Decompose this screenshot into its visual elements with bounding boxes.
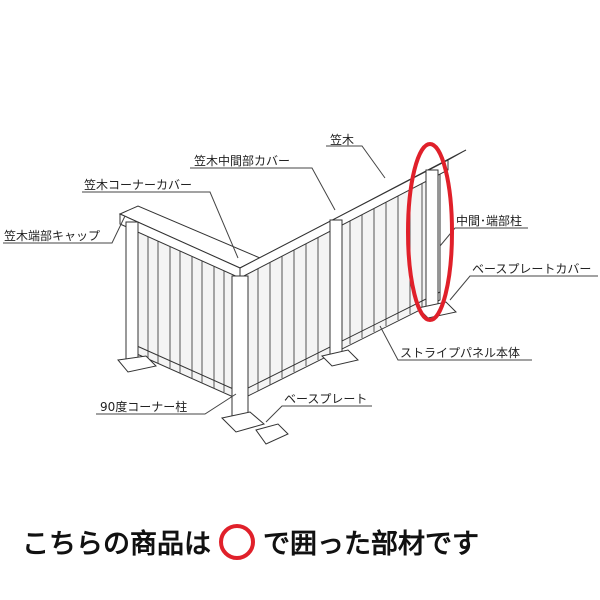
- label-base-plate: ベースプレート: [284, 392, 368, 406]
- red-circle-icon: [219, 523, 255, 560]
- label-top-rail-middle-cover: 笠木中間部カバー: [194, 154, 291, 168]
- highlight-ellipse: [406, 142, 454, 322]
- base-plates: [117, 301, 458, 445]
- top-rail: [118, 149, 467, 279]
- caption-after: で囲った部材です: [263, 529, 479, 560]
- label-top-rail: 笠木: [330, 133, 355, 147]
- label-corner-post-90: 90度コーナー柱: [100, 400, 188, 414]
- caption-before: こちらの商品は: [22, 529, 211, 560]
- caption: こちらの商品は で囲った部材です: [22, 522, 479, 561]
- label-top-rail-end-cap: 笠木端部キャップ: [4, 229, 101, 243]
- posts: [125, 169, 439, 419]
- label-stripe-panel-body: ストライプパネル本体: [400, 346, 521, 360]
- base-plate-cover-part: [255, 423, 289, 445]
- leader-lines: [3, 145, 598, 423]
- label-base-plate-cover: ベースプレートカバー: [472, 262, 592, 276]
- label-middle-end-post: 中間･端部柱: [456, 214, 523, 228]
- label-top-rail-corner-cover: 笠木コーナーカバー: [84, 178, 193, 192]
